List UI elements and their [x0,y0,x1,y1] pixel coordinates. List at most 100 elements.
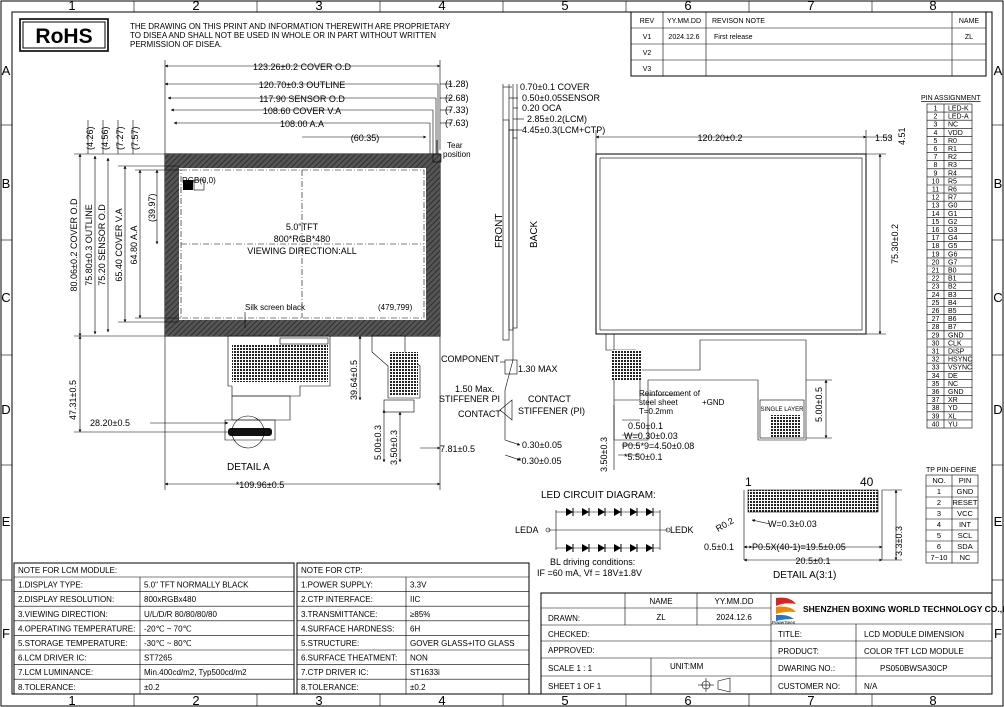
col-label-bottom: 3 [315,693,322,707]
fpc-dim: 3.50±0.3 [599,437,609,472]
led-diode-icon [598,508,605,516]
led-diode-icon [566,508,573,516]
col-label-bottom: 5 [561,693,568,707]
cover-va-height: 65.40 COVER V.A [114,208,124,281]
front-view: Tear position RGB(0,0) 5.0"TFT 800*RGB*4… [68,60,475,490]
pin-number: 12 [932,195,940,202]
note-label: 3.TRANSMITTANCE: [301,610,377,619]
pin-number: 27 [932,316,940,323]
pin-number: 14 [932,211,940,218]
pin-number: 37 [932,397,940,404]
gnd-label: +GND [702,398,725,407]
contact-left-label: CONTACT [458,409,501,419]
tb-approved-label: APPROVED: [548,646,595,655]
thickness-dim-b: *0.30±0.05 [518,456,561,466]
note-value: 3.3V [410,581,427,590]
pin-number: 11 [932,187,939,194]
outline-width: 120.70±0.3 OUTLINE [259,80,345,90]
fpc-dim: P0.5*9=4.50±0.08 [622,441,694,451]
offset-dim-vertical: (7.27) [115,126,125,150]
col-label-top: 7 [807,0,814,13]
tb-dwg-label: DWARING NO.: [778,664,835,673]
detail-pitch: P0.5X(40-1)=19.5±0.05 [752,542,846,552]
pin-signal: G6 [948,251,957,258]
note-value: U/L/D/R 80/80/80/80 [144,610,217,619]
pin-number: 25 [932,300,940,307]
row-label-right: F [994,626,1002,641]
note-label: 1.POWER SUPPLY: [301,581,373,590]
detail-height: 3.3±0.3 [894,526,904,556]
pin-number: 13 [932,203,940,210]
back-offset-dim-vertical: 4.51 [897,127,907,145]
pin-signal: NC [948,381,958,388]
tp-header: PIN [959,476,972,485]
ctp-notes-title: NOTE FOR CTP: [301,566,363,575]
pin-signal: GND [948,389,964,396]
rgb-origin-label: RGB(0,0) [182,176,216,185]
ctp-notes-table: NOTE FOR CTP: 1.POWER SUPPLY:3.3V2.CTP I… [296,562,530,695]
side-dim: 4.45±0.3(LCM+CTP) [522,125,605,135]
pin-signal: G0 [948,203,957,210]
pin-number: 38 [932,405,940,412]
pin-signal: B2 [948,284,957,291]
pin-signal: R4 [948,170,957,177]
pin-assignment-title: PIN ASSIGNMENT [921,95,981,102]
note-value: Min.400cd/m2, Typ500cd/m2 [144,668,247,677]
pin-number: 30 [932,340,940,347]
logo-text: PowerSeen [772,620,796,625]
cover-va-width: 108.60 COVER V.A [263,106,341,116]
pin-number: 21 [932,268,940,275]
ctp-fpc-length: 39.64±0.5 [349,360,359,400]
tb-dwg-value: PS050BWSA30CP [880,664,948,673]
pin-number: 26 [932,308,940,315]
stiffener-right-label: STIFFENER (PI) [518,406,585,416]
fpc-position: *109.96±0.5 [236,480,284,490]
pin-signal: GND [948,332,964,339]
pin-number: 18 [932,243,940,250]
revision-table: REV YY.MM.DD REVISON NOTE NAME V1 2024.1… [630,11,987,77]
col-label-bottom: 6 [684,693,691,707]
note-value: ±0.2 [410,683,426,692]
note-value: ST1633i [410,668,440,677]
silk-screen-label: Silk screen black [245,303,306,312]
offset-dim: (1.28) [445,79,469,89]
outline-height: 75.80±0.3 OUTLINE [84,204,94,285]
led-diode-icon [598,544,605,552]
reinforce-label: steel sheet [639,398,678,407]
row-label-left: E [2,514,11,529]
col-label-top: 8 [929,0,936,13]
back-label: BACK [529,220,540,248]
aa-width: 108.00 A.A [280,119,324,129]
fpc-dim: 0.50±0.1 [628,421,663,431]
proprietary-notice-line: PERMISSION OF DISEA. [130,40,222,49]
pin-signal: G5 [948,243,957,250]
tb-product-value: COLOR TFT LCD MODULE [864,647,964,656]
title-block: NAME YY.MM.DD DRAWN: ZL 2024.12.6 CHECKE… [540,592,1004,695]
ctp-fpc [371,335,421,413]
fpc-length: 47.31±0.5 [68,380,78,420]
note-label: 6.LCM DRIVER IC: [18,654,86,663]
pin-signal: G3 [948,227,957,234]
tb-sheet: SHEET 1 OF 1 [548,682,602,691]
col-label-bottom: 4 [438,693,445,707]
offset-dim: (2.68) [445,93,469,103]
row-label-right: B [994,176,1003,191]
offset-dim: (7.33) [445,105,469,115]
proprietary-notice-line: TO DISEA AND SHALL NOT BE USED IN WHOLE … [130,31,436,40]
pin-number: 31 [932,349,940,356]
pin-number: 36 [932,389,940,396]
pin-number: 29 [932,332,940,339]
tp-pin-number: 7~10 [931,553,948,562]
tb-header-name: NAME [649,597,672,606]
col-label-top: 6 [684,0,691,13]
lcm-notes-title: NOTE FOR LCM MODULE: [18,566,117,575]
col-label-top: 2 [192,0,199,13]
max-150-label: 1.50 Max. [455,384,495,394]
pin-number: 10 [932,178,940,185]
detail-a-scale-label: DETAIL A(3:1) [773,570,836,581]
note-label: 7.LCM LUMINANCE: [18,668,93,677]
tb-customer-label: CUSTOMER NO: [778,682,840,691]
col-label-bottom: 2 [192,693,199,707]
projection-symbol-icon [698,677,731,693]
detail-width: W=0.3±0.03 [768,519,817,529]
